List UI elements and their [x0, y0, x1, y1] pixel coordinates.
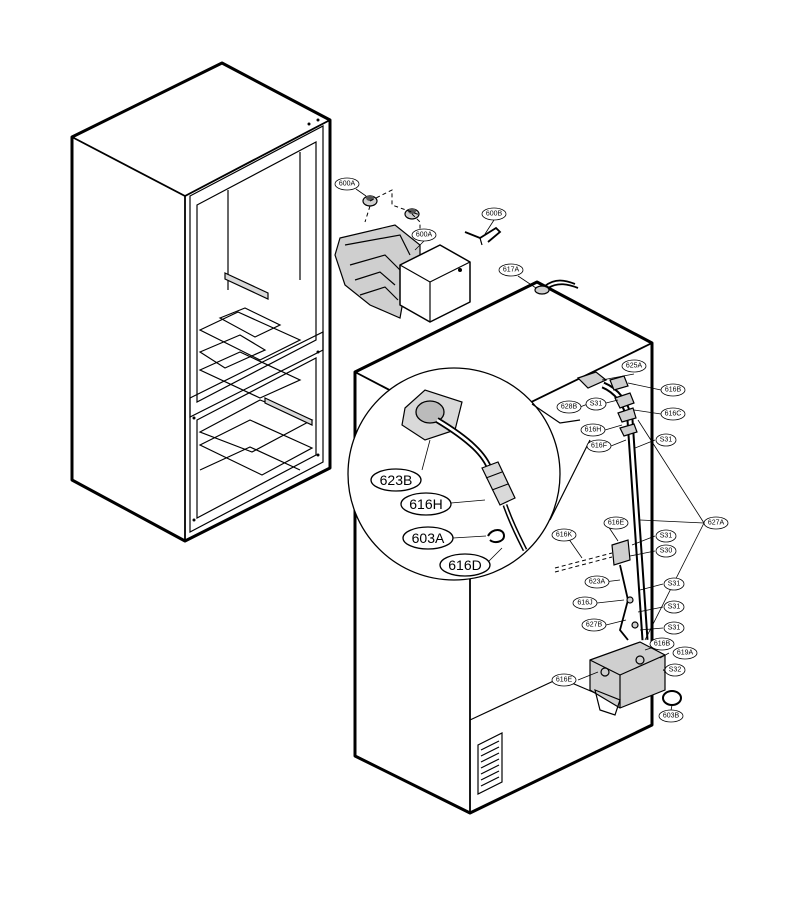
label-616H: 616H: [580, 423, 606, 437]
label-616J: 616J: [572, 596, 598, 610]
cabinet-outline: [70, 61, 332, 543]
svg-text:623B: 623B: [380, 472, 413, 488]
svg-text:600A: 600A: [339, 181, 356, 188]
label-S32: S32: [664, 663, 686, 677]
svg-text:616D: 616D: [448, 557, 481, 573]
svg-text:616B: 616B: [665, 387, 682, 394]
svg-text:628B: 628B: [561, 404, 578, 411]
fresh-food-opening: [196, 141, 317, 403]
label-623B: 623B: [370, 468, 422, 492]
shelf: [224, 272, 269, 300]
svg-text:616E: 616E: [608, 520, 625, 527]
svg-text:625A: 625A: [626, 363, 643, 370]
part-labels: 600A 600A 600B 617A 625A 616B 628B S31 6…: [334, 177, 729, 723]
label-616E-bot: 616E: [551, 673, 577, 687]
label-S31-d: S31: [663, 577, 685, 591]
front-frame: [189, 125, 324, 533]
label-616C: 616C: [660, 407, 686, 421]
label-617A: 617A: [498, 263, 524, 277]
label-625A: 625A: [621, 359, 647, 373]
water-line-grommet: [534, 285, 550, 295]
label-S31-b: S31: [655, 433, 677, 447]
svg-text:616J: 616J: [577, 600, 592, 607]
detail-callout: [347, 367, 591, 581]
svg-text:616H: 616H: [585, 427, 602, 434]
detail-circle: [347, 367, 561, 581]
label-S31-e: S31: [663, 600, 685, 614]
water-valve: [589, 641, 681, 716]
label-616D: 616D: [439, 553, 491, 577]
label-616K: 616K: [551, 528, 577, 542]
ice-maker-control-box: [399, 244, 471, 323]
vent-grille: [477, 732, 503, 795]
label-603A: 603A: [402, 526, 454, 550]
svg-text:627A: 627A: [708, 520, 725, 527]
label-628B: 628B: [556, 400, 582, 414]
svg-text:616B: 616B: [654, 641, 671, 648]
label-616B-bot: 616B: [649, 637, 675, 651]
svg-text:S31: S31: [668, 604, 681, 611]
detail-fitting: [481, 461, 516, 506]
water-valve-bracket: [554, 539, 639, 641]
label-600A-top: 600A: [334, 177, 360, 191]
label-616E: 616E: [603, 516, 629, 530]
label-S31-c: S31: [655, 529, 677, 543]
svg-text:627B: 627B: [586, 622, 603, 629]
label-S31-f: S31: [663, 621, 685, 635]
label-619A: 619A: [672, 646, 698, 660]
svg-text:S31: S31: [660, 533, 673, 540]
svg-text:616K: 616K: [556, 532, 573, 539]
water-tube: [576, 371, 649, 641]
svg-text:S30: S30: [660, 548, 673, 555]
svg-text:600B: 600B: [486, 211, 503, 218]
svg-text:616H: 616H: [409, 496, 442, 512]
svg-text:603B: 603B: [663, 713, 680, 720]
callout-labels: 623B 616H 603A 616D: [370, 468, 491, 577]
svg-text:617A: 617A: [503, 267, 520, 274]
label-S31-a: S31: [585, 397, 607, 411]
svg-text:600A: 600A: [416, 232, 433, 239]
label-623A: 623A: [584, 575, 610, 589]
refrigerator-cabinet-front: [70, 61, 332, 543]
svg-text:603A: 603A: [412, 530, 445, 546]
label-600B: 600B: [481, 207, 507, 221]
svg-text:616F: 616F: [591, 443, 607, 450]
clip-ring-603B: [662, 690, 682, 706]
svg-text:S31: S31: [668, 625, 681, 632]
svg-text:S32: S32: [669, 667, 682, 674]
svg-text:S31: S31: [660, 437, 673, 444]
label-600A-mid: 600A: [411, 228, 437, 242]
svg-text:616E: 616E: [556, 677, 573, 684]
label-616H-large: 616H: [400, 492, 452, 516]
svg-text:616C: 616C: [665, 411, 682, 418]
svg-text:S31: S31: [668, 581, 681, 588]
label-627A: 627A: [703, 516, 729, 530]
svg-text:619A: 619A: [677, 650, 694, 657]
label-616F: 616F: [586, 439, 612, 453]
svg-text:S31: S31: [590, 401, 603, 408]
ice-maker-assembly: [334, 189, 502, 323]
svg-text:623A: 623A: [589, 579, 606, 586]
label-603B: 603B: [658, 709, 684, 723]
detail-clip: [487, 529, 506, 544]
label-616B-top: 616B: [660, 383, 686, 397]
freezer-opening: [196, 357, 317, 519]
bracket-600B: [464, 226, 502, 243]
label-S30: S30: [655, 544, 677, 558]
label-627B: 627B: [581, 618, 607, 632]
